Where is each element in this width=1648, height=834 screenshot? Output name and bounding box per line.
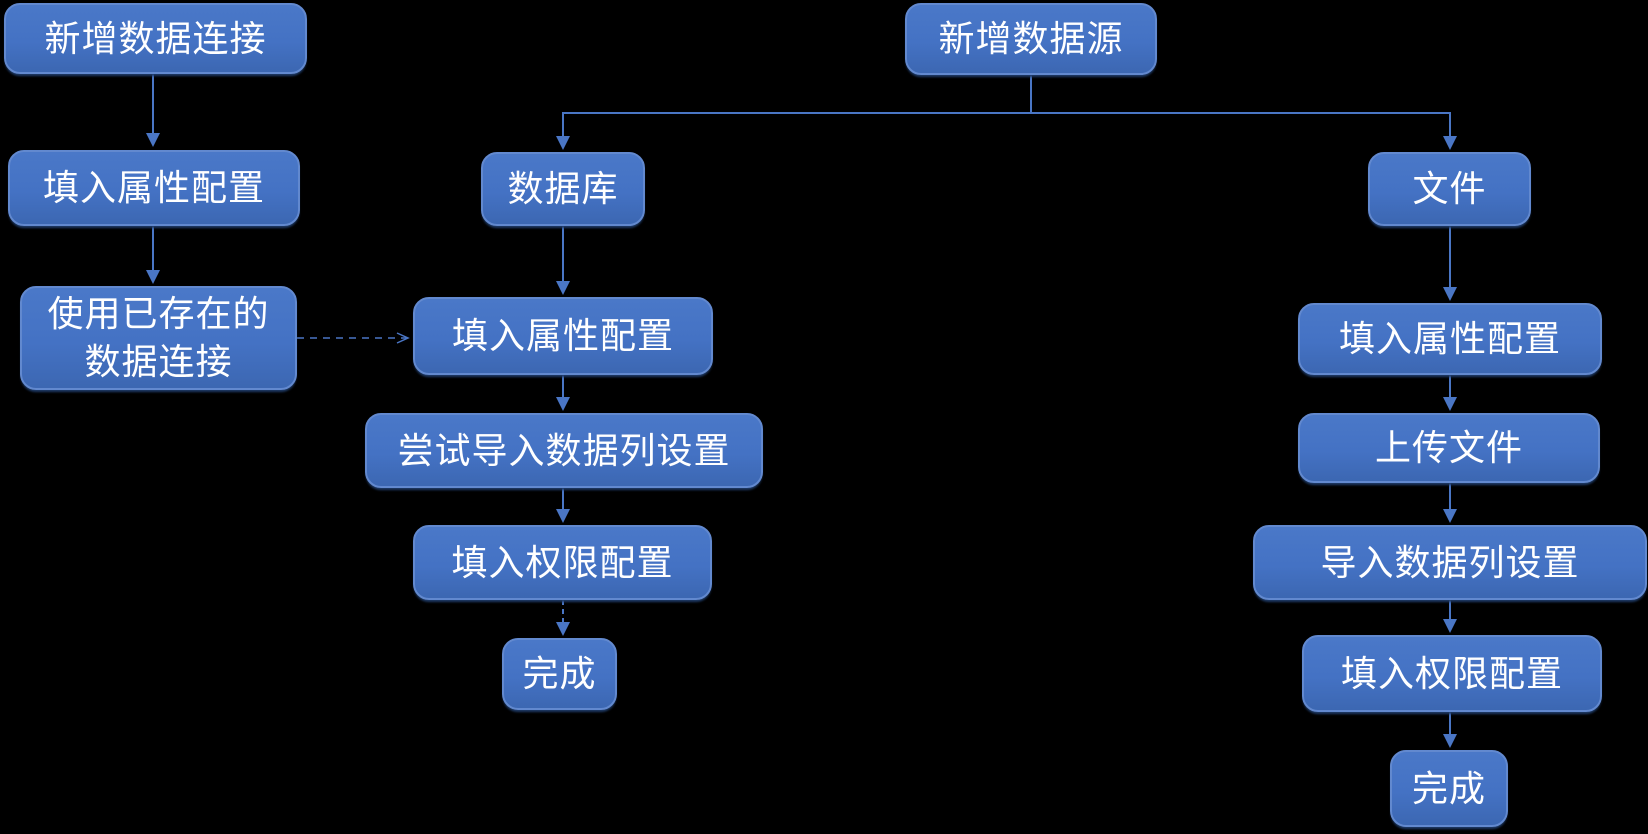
node-fill-attr-config-db: 填入属性配置	[413, 297, 713, 375]
node-import-columns: 导入数据列设置	[1253, 525, 1647, 600]
node-done-file: 完成	[1390, 750, 1508, 827]
node-fill-attr-config-left: 填入属性配置	[8, 150, 300, 226]
node-file: 文件	[1368, 152, 1531, 226]
node-add-data-connection: 新增数据连接	[4, 3, 307, 74]
node-fill-perm-config-file: 填入权限配置	[1302, 635, 1602, 712]
node-use-existing-connection: 使用已存在的 数据连接	[20, 286, 297, 390]
node-try-import-columns: 尝试导入数据列设置	[365, 413, 763, 488]
node-add-data-source: 新增数据源	[905, 3, 1157, 75]
node-fill-attr-config-file: 填入属性配置	[1298, 303, 1602, 375]
node-fill-perm-config-db: 填入权限配置	[413, 525, 712, 600]
node-upload-file: 上传文件	[1298, 413, 1600, 483]
node-database: 数据库	[481, 152, 645, 226]
node-done-db: 完成	[502, 638, 617, 710]
